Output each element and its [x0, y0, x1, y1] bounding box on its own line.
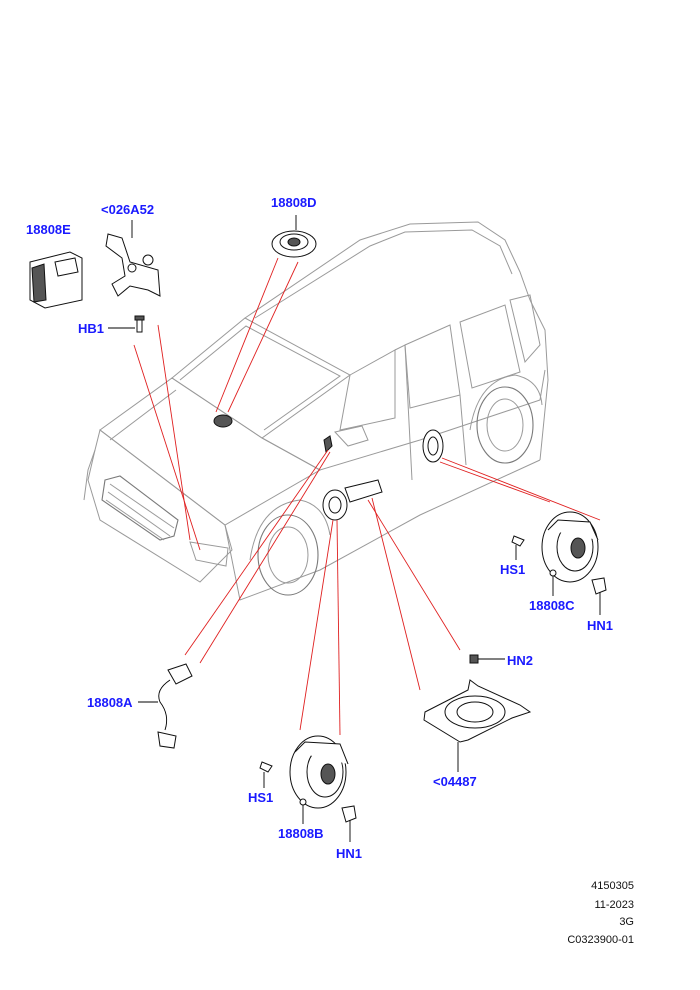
part-04487-plate: [423, 679, 532, 772]
part-18808B-speaker: [259, 735, 357, 842]
illustration-number: 4150305: [591, 880, 634, 892]
vehicle-mounted-parts: [213, 414, 444, 521]
callout-026A52[interactable]: <026A52: [101, 202, 155, 217]
callout-18808B[interactable]: 18808B: [278, 826, 324, 841]
illustration-code: 3G: [619, 916, 634, 928]
callout-HN2[interactable]: HN2: [507, 653, 534, 668]
part-HB1-bolt: [108, 315, 145, 333]
callout-18808E[interactable]: 18808E: [26, 222, 71, 237]
callout-HN1-right[interactable]: HN1: [587, 618, 614, 633]
illustration-reference: C0323900-01: [567, 934, 634, 946]
callout-18808A[interactable]: 18808A: [87, 695, 133, 710]
callout-18808C[interactable]: 18808C: [529, 598, 575, 613]
callout-HS1-bottom[interactable]: HS1: [248, 790, 274, 805]
illustration-date: 11-2023: [594, 899, 634, 911]
callout-18808D[interactable]: 18808D: [271, 195, 317, 210]
part-18808A-harness: [138, 663, 193, 749]
leader-lines: [133, 257, 601, 736]
callout-HB1[interactable]: HB1: [78, 321, 105, 336]
callout-HN1-bottom[interactable]: HN1: [336, 846, 363, 861]
part-026A52-bracket: [105, 220, 161, 297]
callout-HS1-right[interactable]: HS1: [500, 562, 526, 577]
part-18808E-module: [29, 251, 83, 309]
part-18808D-speaker: [271, 215, 317, 258]
part-HN2-nut: [469, 654, 505, 664]
part-18808C-speaker: [511, 511, 607, 615]
callout-04487[interactable]: <04487: [433, 774, 477, 789]
